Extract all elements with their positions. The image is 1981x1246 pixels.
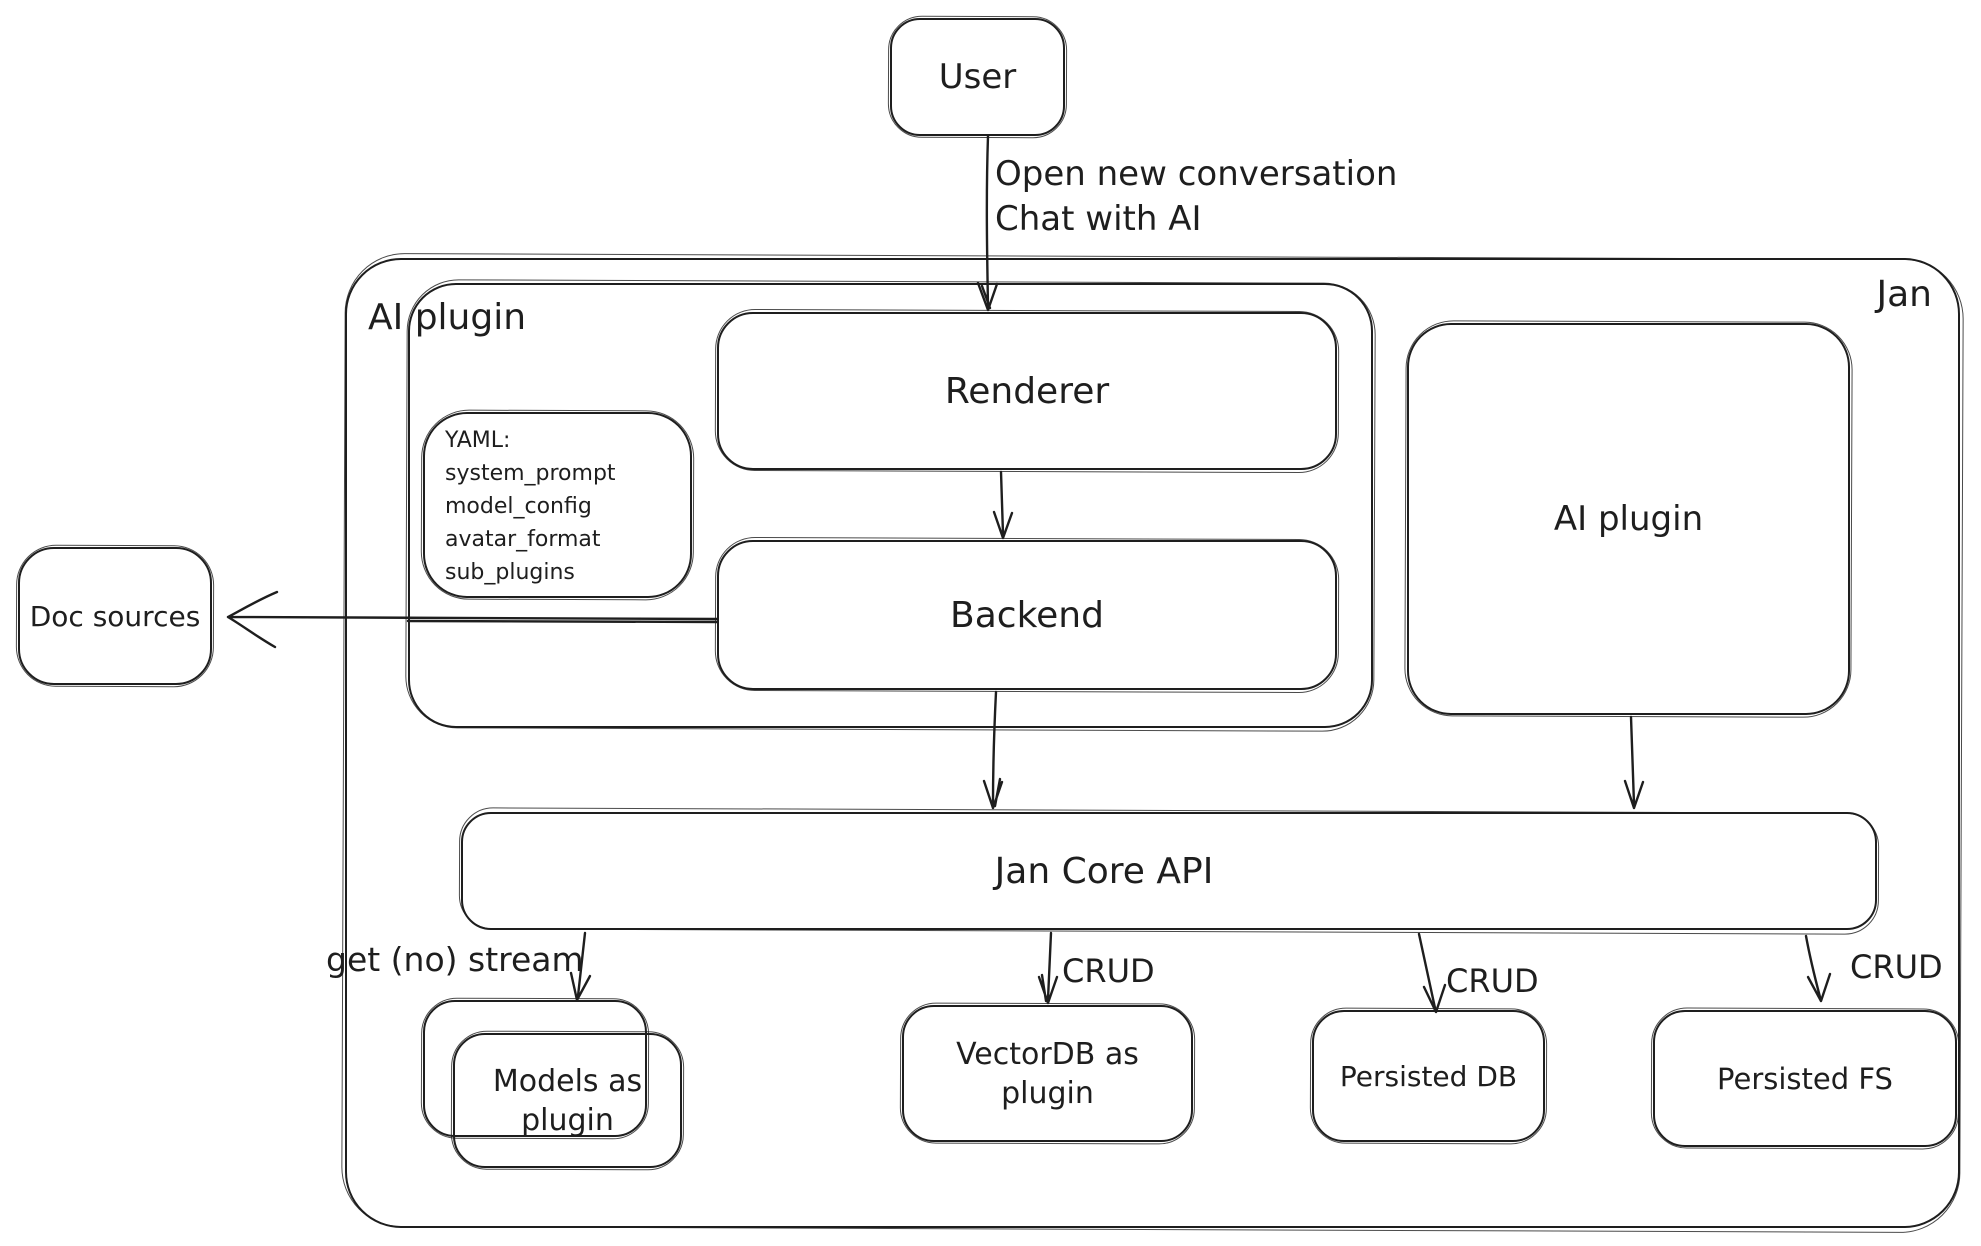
ai-plugin-left-label: AI plugin [368,297,527,338]
models-plugin-label-line1: Models as [492,1063,643,1099]
yaml-note-line: system_prompt [445,461,616,486]
ai-plugin-right-label: AI plugin [1553,499,1704,539]
models-plugin-node: Models as plugin [453,1033,682,1168]
backend-node: Backend [717,540,1337,690]
crud-label-vectordb: CRUD [1062,952,1155,990]
yaml-note-text: YAML: system_prompt model_config avatar_… [445,424,616,589]
persisted-db-node: Persisted DB [1312,1010,1545,1142]
backend-node-label: Backend [950,594,1104,636]
yaml-note-line: avatar_format [445,527,601,552]
persisted-fs-node: Persisted FS [1653,1010,1957,1147]
persisted-db-label: Persisted DB [1339,1059,1518,1093]
models-plugin-label-line2: plugin [521,1102,614,1138]
user-node: User [890,18,1065,136]
yaml-note-line: model_config [445,494,592,519]
user-edge-label-line1: Open new conversation [995,154,1398,194]
jan-container-label: Jan [1876,274,1933,315]
jan-container: Jan [345,258,1960,1228]
jan-core-api-node: Jan Core API [461,812,1877,930]
yaml-note-line: YAML: [445,428,511,453]
jan-core-api-label: Jan Core API [994,850,1214,892]
vectordb-plugin-label-line1: VectorDB as [956,1036,1139,1072]
user-node-label: User [938,57,1017,97]
renderer-node-label: Renderer [944,370,1110,412]
crud-label-persisted-db: CRUD [1446,962,1539,1000]
user-edge-label-line2: Chat with AI [995,199,1202,239]
ai-plugin-left-container: AI plugin [368,283,1373,728]
ai-plugin-right-node: AI plugin [1407,323,1850,715]
yaml-note: YAML: system_prompt model_config avatar_… [423,412,692,598]
doc-sources-node: Doc sources [18,547,212,685]
doc-sources-label: Doc sources [29,599,201,633]
user-edge-label: Open new conversation Chat with AI [995,152,1397,242]
get-no-stream-label: get (no) stream [326,940,584,979]
vectordb-plugin-label: VectorDB as plugin [956,1035,1139,1113]
persisted-fs-label: Persisted FS [1717,1061,1893,1096]
vectordb-plugin-node: VectorDB as plugin [902,1005,1193,1142]
vectordb-plugin-label-line2: plugin [1001,1075,1094,1111]
yaml-note-line: sub_plugins [445,560,575,585]
renderer-node: Renderer [717,312,1337,470]
crud-label-persisted-fs: CRUD [1850,948,1943,986]
models-plugin-label: Models as plugin [493,1062,642,1140]
